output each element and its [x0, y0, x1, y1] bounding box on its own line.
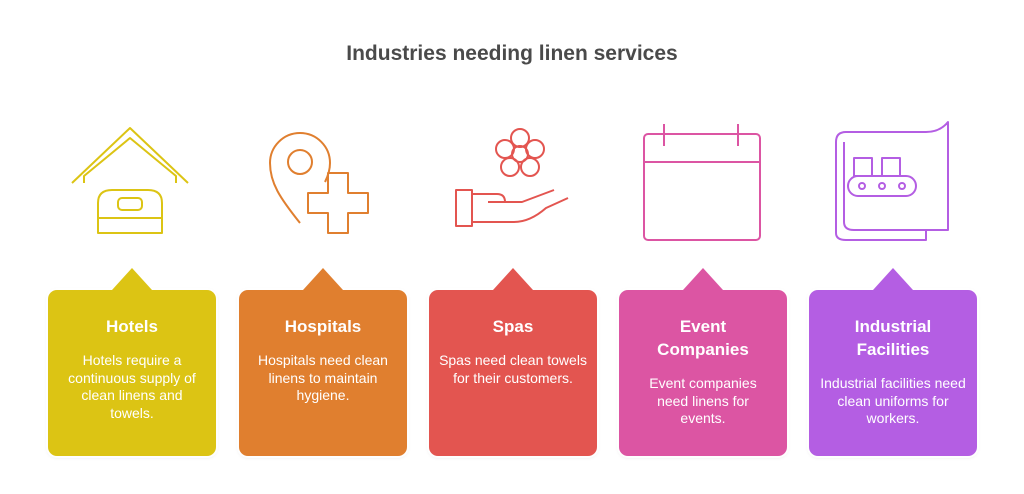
conveyor-belt-icon: [824, 118, 964, 248]
card-title: Spas: [492, 317, 534, 336]
card-industrial-facilities: Industrial Facilities Industrial facilit…: [809, 268, 977, 456]
card-description: Spas need clean towels for their custome…: [439, 352, 587, 386]
diagram-title: Industries needing linen services: [346, 42, 678, 65]
card-title: Hospitals: [284, 317, 362, 336]
flower-hand-icon: [442, 118, 582, 248]
card-spas: Spas Spas need clean towels for their cu…: [429, 268, 597, 456]
card-description: Event companies need linens for events.: [649, 375, 757, 426]
hotel-bed-icon: [60, 118, 200, 248]
card-description: Hotels require a continuous supply of cl…: [68, 352, 196, 421]
calendar-icon: [632, 118, 772, 248]
hospital-location-icon: [250, 118, 390, 248]
card-title: Hotels: [106, 317, 158, 336]
card-hospitals: Hospitals Hospitals need clean linens to…: [239, 268, 407, 456]
card-hotels: Hotels Hotels require a continuous suppl…: [48, 268, 216, 456]
card-description: Industrial facilities need clean uniform…: [820, 375, 966, 426]
card-description: Hospitals need clean linens to maintain …: [258, 352, 388, 403]
card-title: Industrial Facilities: [854, 317, 932, 359]
card-title: Event Companies: [657, 317, 749, 359]
card-event-companies: Event Companies Event companies need lin…: [619, 268, 787, 456]
